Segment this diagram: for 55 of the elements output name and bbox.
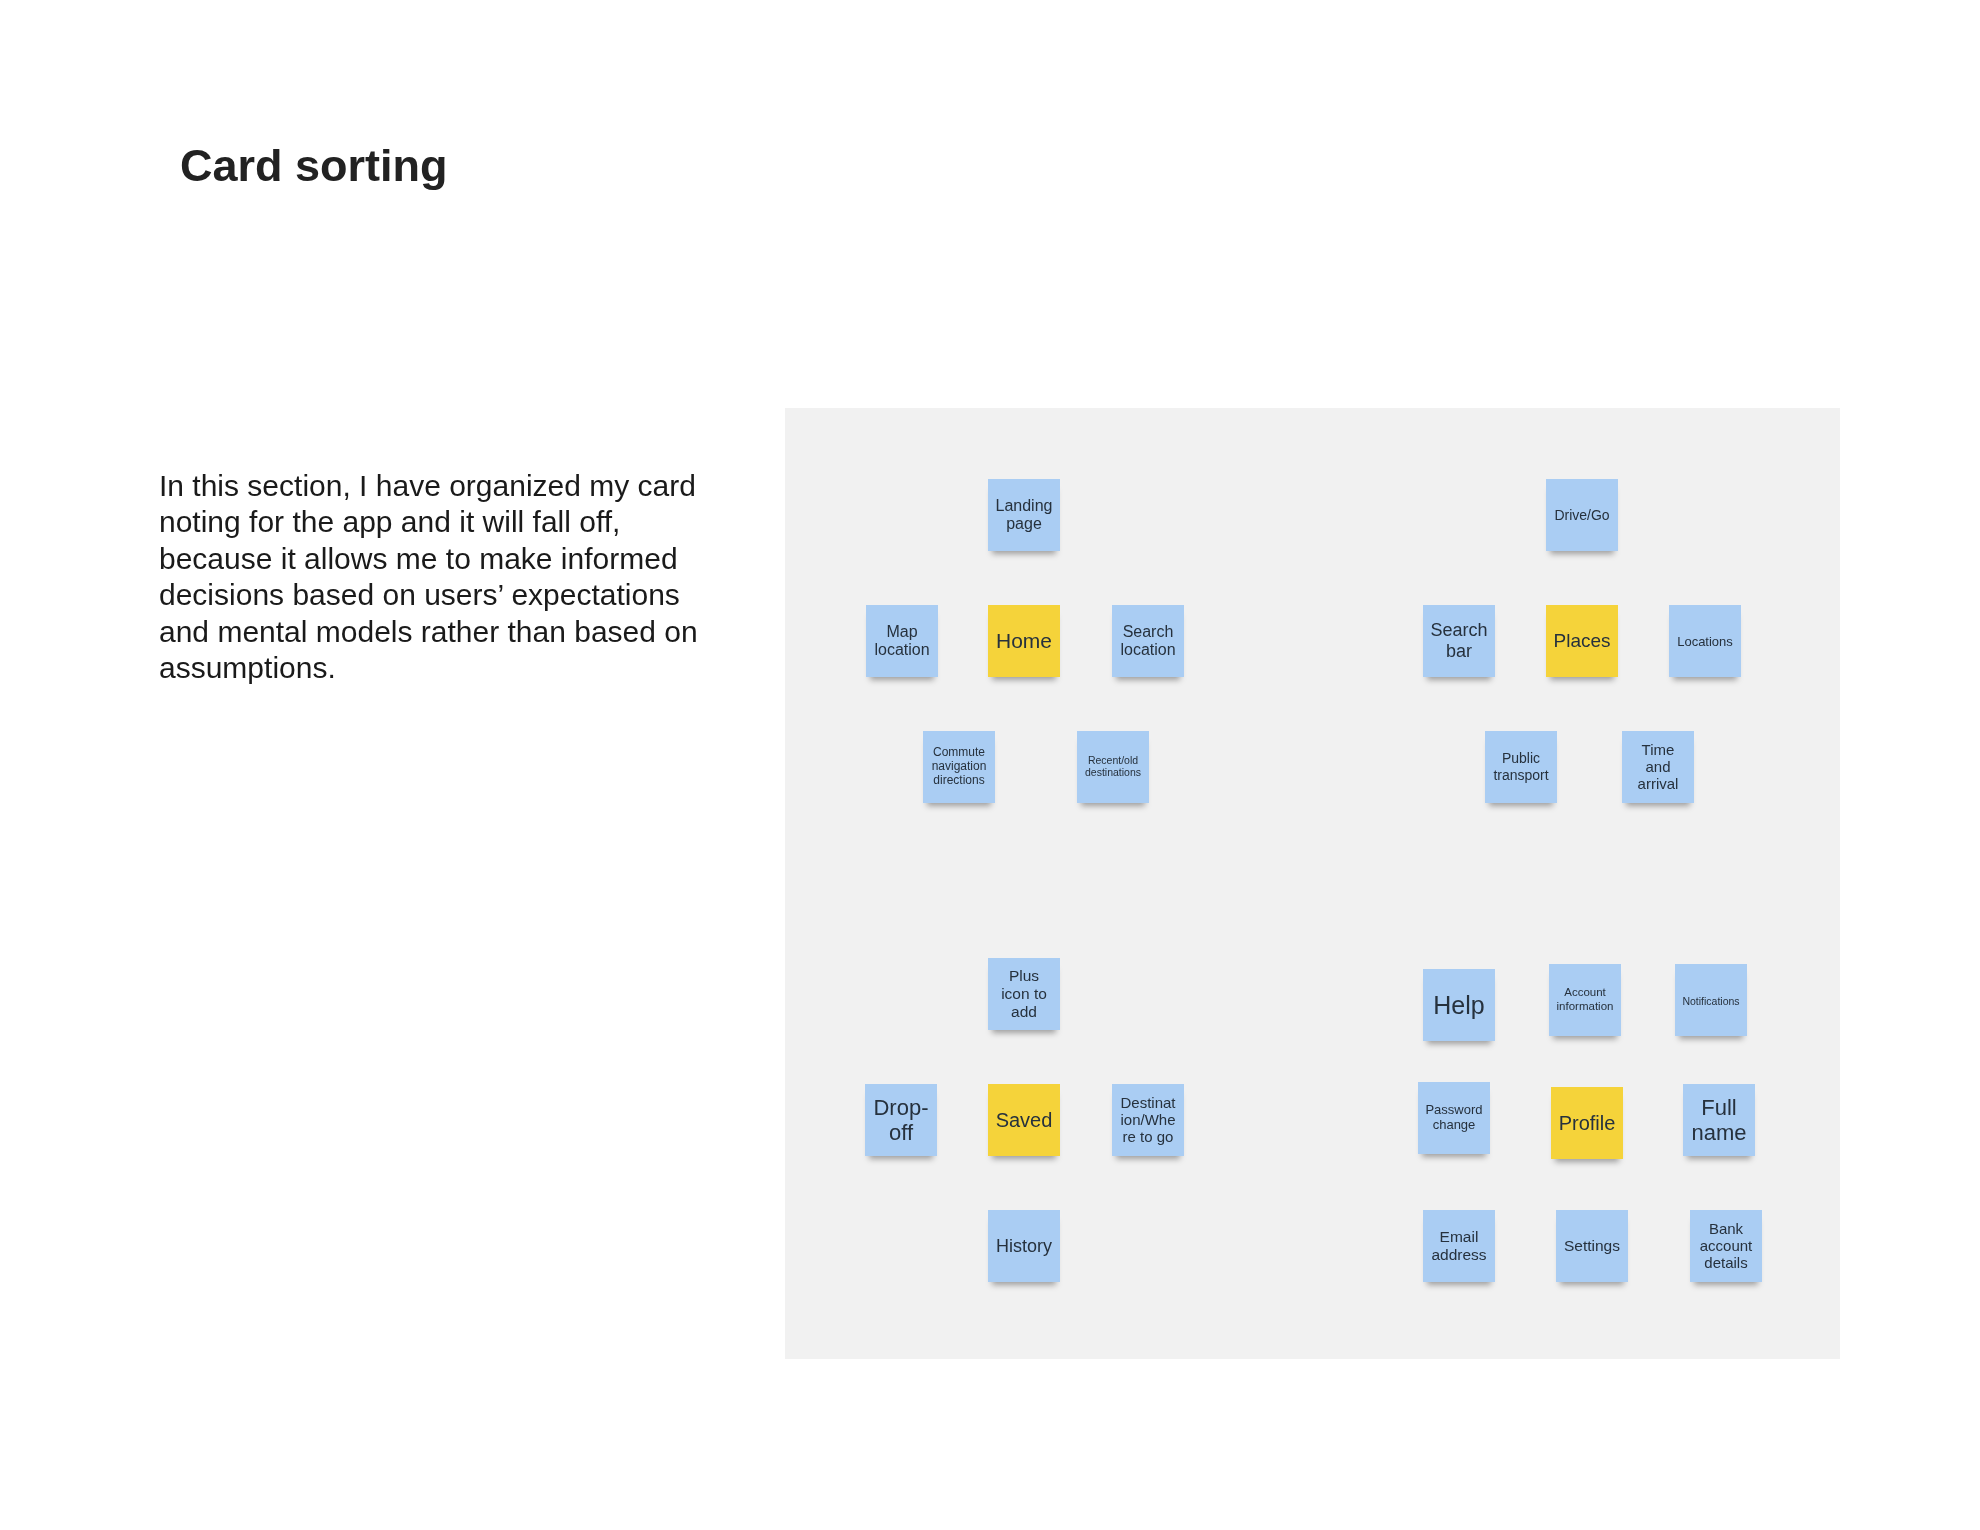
sticky-note (988, 479, 1060, 551)
note-text: History (996, 1235, 1052, 1257)
sticky-note (1622, 731, 1694, 803)
sticky-note (1423, 1210, 1495, 1282)
description-paragraph: In this section, I have organized my card noting for the app and it will fall off, because it allows me to make informed decisions based on users’ expectations and mental models rather than based on assumptions. (159, 468, 699, 687)
sticky-note (1485, 731, 1557, 803)
note-text: Home (996, 628, 1052, 654)
note-text: Map location (873, 622, 931, 660)
sticky-note (1675, 964, 1747, 1036)
note-text: Search bar (1430, 620, 1488, 662)
sticky-note (1546, 479, 1618, 551)
sticky-note (923, 731, 995, 803)
sticky-note (865, 1084, 937, 1156)
note-text: Drive/Go (1554, 507, 1610, 524)
note-text: Drop-off (872, 1094, 930, 1146)
note-text: Password change (1425, 1103, 1483, 1133)
sticky-note (1549, 964, 1621, 1036)
note-text: Landing page (995, 496, 1053, 534)
note-text: Places (1553, 630, 1611, 652)
sticky-note (1112, 1084, 1184, 1156)
note-text: Saved (995, 1108, 1053, 1132)
note-text: Email address (1430, 1228, 1488, 1264)
note-text: Full name (1690, 1094, 1748, 1146)
note-text: Notifications (1682, 995, 1740, 1008)
sticky-note (1077, 731, 1149, 803)
sticky-note (1546, 605, 1618, 677)
note-text: Commute navigation directions (930, 746, 988, 788)
note-text: Public transport (1492, 750, 1550, 783)
note-text: Time and arrival (1636, 740, 1680, 793)
sticky-note (988, 1210, 1060, 1282)
note-text: Settings (1564, 1237, 1620, 1255)
note-text: Account information (1556, 986, 1614, 1013)
board-panel (785, 408, 1840, 1359)
sticky-note (988, 958, 1060, 1030)
note-text: Profile (1558, 1111, 1616, 1135)
sticky-note (1683, 1084, 1755, 1156)
sticky-note (1690, 1210, 1762, 1282)
note-text: Search location (1119, 622, 1177, 660)
note-text: Recent/old destinations (1084, 753, 1142, 779)
note-text: Locations (1677, 635, 1733, 650)
note-text: Bank account details (1698, 1219, 1754, 1272)
title: Card sorting (180, 140, 448, 192)
sticky-note (866, 605, 938, 677)
sticky-note (1418, 1082, 1490, 1154)
sticky-note (1556, 1210, 1628, 1282)
sticky-note (988, 605, 1060, 677)
sticky-note (988, 1084, 1060, 1156)
sticky-note (1423, 969, 1495, 1041)
sticky-note (1551, 1087, 1623, 1159)
note-text: Help (1433, 990, 1485, 1020)
sticky-note (1423, 605, 1495, 677)
note-text: Plus icon to add (1000, 967, 1048, 1021)
note-text: Destination/Where to go (1119, 1093, 1177, 1146)
sticky-note (1669, 605, 1741, 677)
sticky-note (1112, 605, 1184, 677)
